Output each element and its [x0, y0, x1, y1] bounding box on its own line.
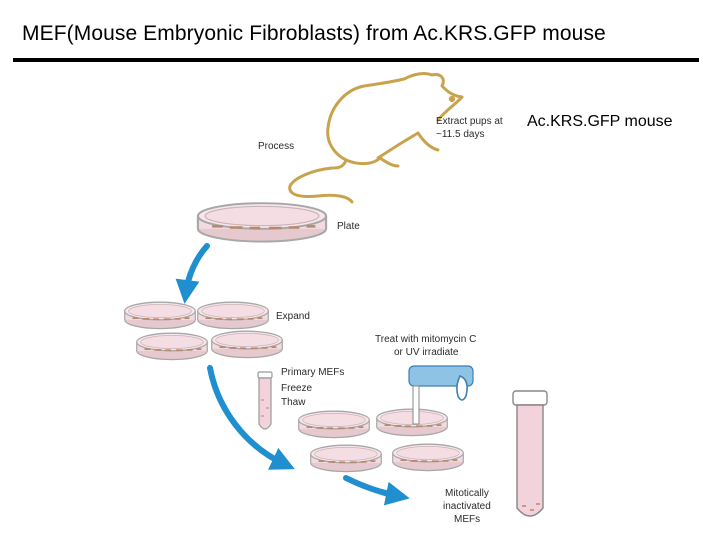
treated-dish-4 — [391, 443, 465, 472]
arrow-expand-to-treat — [207, 365, 295, 470]
treated-dish-3 — [309, 444, 383, 473]
expand-dish-2 — [196, 301, 270, 330]
label-extract-line1: Extract pups at — [436, 116, 503, 127]
plate-dish — [196, 201, 328, 244]
label-thaw: Thaw — [281, 397, 306, 408]
pipette-icon — [408, 365, 474, 425]
expand-dish-1 — [123, 301, 197, 330]
label-primary-mefs: Primary MEFs — [281, 367, 344, 378]
label-expand: Expand — [276, 311, 310, 322]
label-treat-line1: Treat with mitomycin C — [375, 334, 476, 345]
expand-dish-3 — [135, 332, 209, 361]
label-plate: Plate — [337, 221, 360, 232]
label-result-line3: MEFs — [454, 514, 480, 525]
arrow-plate-to-expand — [175, 243, 210, 304]
arrow-treat-to-result — [343, 475, 410, 506]
label-freeze: Freeze — [281, 383, 313, 394]
inactivated-mef-tube — [512, 390, 548, 517]
label-process: Process — [258, 141, 294, 152]
mouse-illustration — [288, 72, 464, 204]
treated-dish-1 — [297, 410, 371, 439]
primary-mef-tube — [257, 371, 273, 430]
label-extract-line2: ~11.5 days — [436, 129, 484, 140]
treated-dish-2 — [375, 408, 449, 437]
title-underline — [13, 58, 699, 62]
label-result-line1: Mitotically — [445, 488, 489, 499]
label-result-line2: inactivated — [443, 501, 491, 512]
mouse-strain-label: Ac.KRS.GFP mouse — [527, 113, 673, 130]
slide-title: MEF(Mouse Embryonic Fibroblasts) from Ac… — [22, 22, 606, 45]
label-treat-line2: or UV irradiate — [394, 347, 459, 358]
expand-dish-4 — [210, 330, 284, 359]
